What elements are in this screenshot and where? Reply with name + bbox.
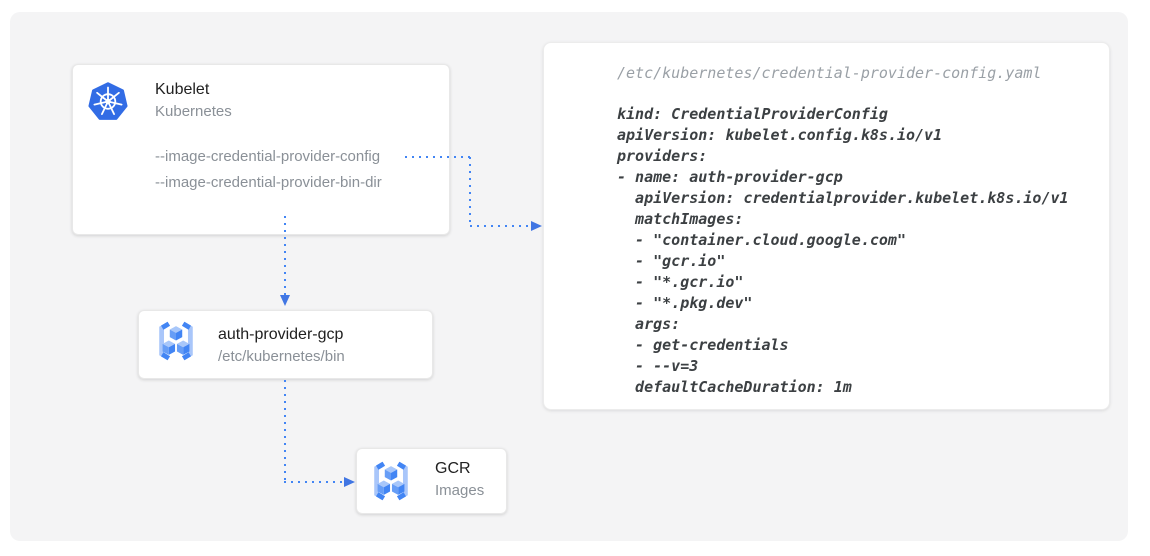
flag-image-credential-provider-config: --image-credential-provider-config bbox=[155, 148, 381, 165]
yaml-filename: /etc/kubernetes/credential-provider-conf… bbox=[617, 64, 1042, 82]
yaml-config-panel: /etc/kubernetes/credential-provider-conf… bbox=[543, 42, 1110, 410]
kubelet-flags: --image-credential-provider-config --ima… bbox=[155, 144, 382, 196]
arrow-kubelet-to-auth-segment bbox=[284, 216, 286, 296]
arrowhead-right-icon bbox=[531, 221, 542, 231]
kubelet-subtitle: Kubernetes bbox=[155, 103, 232, 120]
flag-image-credential-provider-bin-dir: --image-credential-provider-bin-dir bbox=[155, 174, 382, 191]
gcr-node: GCR Images bbox=[356, 448, 507, 514]
arrowhead-right-icon bbox=[344, 477, 355, 487]
auth-provider-path: /etc/kubernetes/bin bbox=[218, 348, 345, 365]
kubelet-title: Kubelet bbox=[155, 81, 210, 98]
arrow-auth-to-gcr-segment bbox=[284, 380, 286, 481]
arrow-config-to-yaml-segment bbox=[469, 157, 471, 227]
gcr-title: GCR bbox=[435, 460, 471, 477]
kubernetes-logo-icon bbox=[88, 82, 128, 122]
gcr-subtitle: Images bbox=[435, 482, 485, 499]
yaml-code: kind: CredentialProviderConfig apiVersio… bbox=[617, 105, 1069, 396]
gcr-icon bbox=[368, 458, 414, 504]
arrow-auth-to-gcr-segment bbox=[284, 481, 344, 483]
arrowhead-down-icon bbox=[280, 295, 290, 306]
arrow-config-to-yaml-segment bbox=[405, 156, 471, 158]
gcr-icon bbox=[153, 318, 199, 364]
auth-provider-title: auth-provider-gcp bbox=[218, 326, 344, 343]
kubelet-node: Kubelet Kubernetes --image-credential-pr… bbox=[72, 64, 450, 235]
arrow-config-to-yaml-segment bbox=[470, 225, 531, 227]
auth-provider-gcp-node: auth-provider-gcp /etc/kubernetes/bin bbox=[138, 310, 433, 379]
